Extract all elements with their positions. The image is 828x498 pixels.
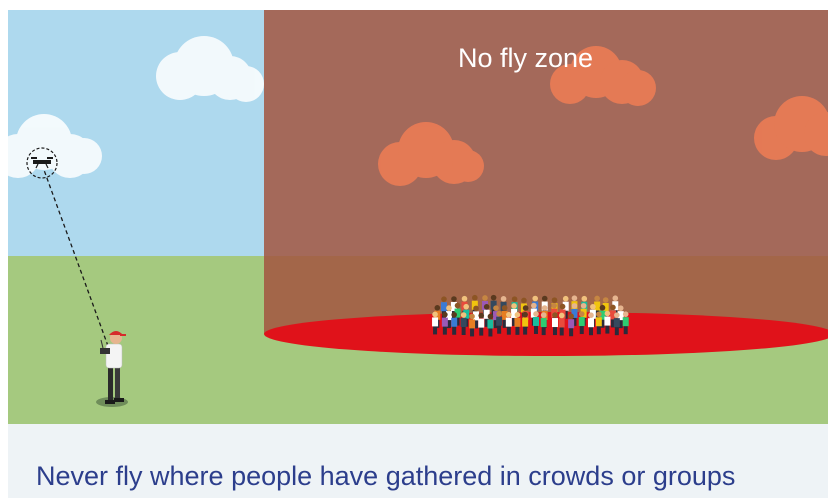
no-fly-zone — [264, 10, 828, 334]
crowd-person — [562, 295, 569, 319]
crowd-person — [578, 311, 585, 335]
crowd-person — [558, 312, 565, 336]
cloud-icon — [156, 36, 264, 102]
crowd-person — [483, 304, 490, 327]
crowd-person — [496, 310, 503, 334]
cloud-icon — [550, 46, 656, 106]
crowd-person — [441, 311, 448, 335]
crowd-person — [511, 303, 518, 326]
crowd-person — [451, 311, 458, 335]
no-fly-zone-label: No fly zone — [458, 43, 594, 73]
crowd-person — [533, 311, 540, 334]
crowd-person — [622, 311, 629, 335]
crowd-person — [617, 305, 624, 329]
crowd-person — [613, 312, 620, 336]
crowd-person — [522, 311, 529, 335]
crowd-person — [473, 305, 480, 329]
pilot-icon — [96, 331, 128, 407]
crowd-person — [445, 305, 452, 329]
tether-line — [43, 169, 109, 347]
crowd-person — [604, 310, 611, 334]
crowd-person — [492, 305, 499, 329]
crowd-person — [540, 312, 547, 336]
crowd-person — [432, 311, 439, 335]
cloud-icon — [8, 114, 102, 178]
caption-text: Never fly where people have gathered in … — [36, 461, 736, 491]
crowd-person — [478, 312, 485, 336]
illustration-card: No fly zone Never fly where people have … — [8, 10, 828, 498]
crowd-person — [595, 311, 602, 335]
scene-illustration — [8, 10, 828, 424]
crowd-person — [501, 305, 508, 328]
crowd-person — [551, 312, 558, 336]
crowd-person — [571, 303, 578, 326]
crowd-person — [487, 313, 494, 337]
crowd-person — [514, 312, 521, 335]
drone-icon — [26, 147, 58, 179]
crowd-person — [454, 302, 461, 326]
crowd-person — [505, 311, 512, 335]
cloud-icon — [378, 122, 484, 186]
crowd-person — [609, 304, 616, 328]
caption-bar: Never fly where people have gathered in … — [8, 424, 828, 498]
cloud-icon — [754, 96, 828, 160]
crowd-person — [469, 313, 476, 337]
crowd-person — [568, 313, 575, 337]
crowd-icon — [432, 294, 629, 337]
crowd-area — [264, 312, 828, 356]
crowd-person — [460, 312, 467, 335]
crowd-person — [599, 304, 606, 328]
crowd-person — [587, 312, 594, 336]
